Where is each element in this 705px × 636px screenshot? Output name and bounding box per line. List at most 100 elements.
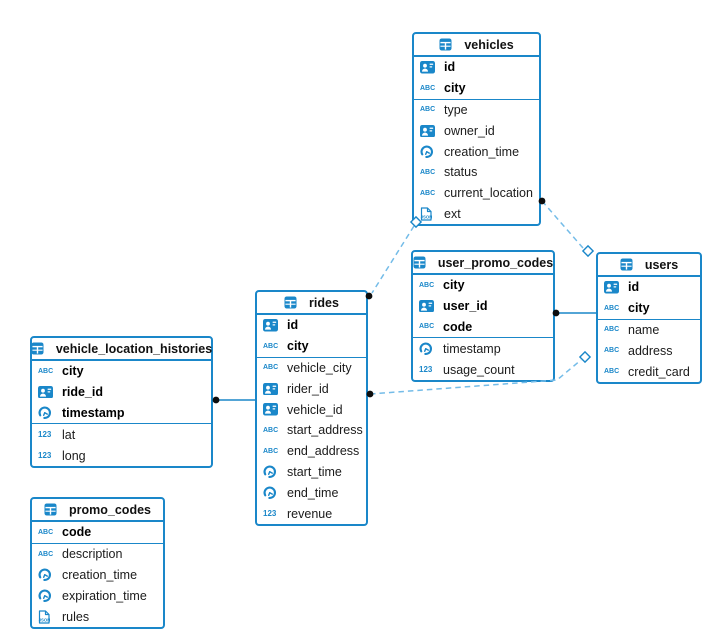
field-row-id: id — [257, 315, 366, 336]
text-icon: ABC — [604, 347, 620, 355]
clock-icon — [420, 145, 439, 159]
text-icon: ABC — [604, 326, 620, 334]
uuid-icon — [604, 281, 623, 294]
field-row-rider_id: rider_id — [257, 378, 366, 399]
field-row-expiration_time: expiration_time — [32, 585, 163, 606]
uuid-icon — [419, 299, 438, 313]
field-label: address — [628, 343, 673, 358]
field-label: creation_time — [62, 567, 138, 582]
table-header[interactable]: promo_codes — [32, 499, 163, 522]
fields-section: ABC description creation_time expiration_ti… — [32, 542, 163, 627]
table-header[interactable]: user_promo_codes — [413, 252, 553, 275]
field-row-start_address: ABC start_address — [257, 420, 366, 441]
table-header[interactable]: rides — [257, 292, 366, 315]
field-label: end_address — [287, 444, 360, 459]
field-label: revenue — [287, 506, 333, 521]
clock-icon — [38, 589, 57, 603]
clock-icon — [419, 342, 438, 356]
number-icon: 123 — [419, 364, 433, 374]
field-label: city — [62, 364, 84, 379]
text-icon: ABC — [38, 550, 54, 558]
text-icon: ABC — [604, 304, 620, 312]
text-icon: ABC — [263, 426, 279, 434]
table-icon — [620, 258, 639, 271]
field-label: status — [444, 165, 478, 180]
relationship-vehicles-users[interactable] — [538, 197, 595, 258]
text-icon: ABC — [38, 528, 54, 536]
uuid-icon — [420, 124, 439, 138]
field-row-id: id — [414, 57, 539, 78]
field-row-creation_time: creation_time — [414, 141, 539, 162]
table-header[interactable]: users — [598, 254, 700, 277]
relationship-user_promo_codes-users[interactable] — [552, 309, 596, 317]
field-label: id — [628, 280, 640, 295]
field-row-current_location: ABC current_location — [414, 183, 539, 204]
edge-dot-marker — [212, 396, 220, 404]
table-icon — [284, 296, 303, 309]
field-row-address: ABC address — [598, 340, 700, 361]
field-label: start_address — [287, 423, 363, 438]
uuid-icon — [263, 382, 282, 396]
field-label: owner_id — [444, 123, 495, 138]
field-row-timestamp: timestamp — [32, 403, 211, 424]
field-label: code — [62, 525, 92, 540]
field-label: description — [62, 547, 123, 562]
field-label: timestamp — [62, 405, 125, 420]
uuid-icon — [263, 319, 282, 332]
field-label: id — [287, 318, 299, 333]
field-row-name: ABC name — [598, 320, 700, 341]
field-label: ext — [444, 206, 461, 221]
field-row-end_address: ABC end_address — [257, 441, 366, 462]
field-row-creation_time: creation_time — [32, 565, 163, 586]
field-row-city: ABC city — [32, 361, 211, 382]
uuid-icon — [420, 61, 439, 74]
field-label: user_id — [443, 299, 488, 314]
clock-icon — [38, 568, 57, 582]
field-label: lat — [62, 427, 76, 442]
table-header[interactable]: vehicles — [414, 34, 539, 57]
field-label: vehicle_id — [287, 402, 343, 417]
table-header[interactable]: vehicle_location_histories — [31, 338, 212, 361]
text-icon: ABC — [38, 367, 54, 375]
table-name: vehicles — [464, 37, 514, 52]
text-icon: ABC — [420, 189, 436, 197]
field-label: ride_id — [62, 385, 103, 400]
field-label: timestamp — [443, 341, 501, 356]
clock-icon — [38, 406, 57, 420]
clock-icon — [263, 486, 282, 500]
field-row-user_id: user_id — [413, 296, 553, 317]
relationship-vehicle_location_histories-rides[interactable] — [212, 396, 255, 404]
table-name: rides — [309, 295, 339, 310]
relationship-line[interactable] — [371, 225, 415, 294]
field-label: expiration_time — [62, 588, 147, 603]
field-row-owner_id: owner_id — [414, 120, 539, 141]
edge-diamond-marker — [581, 244, 595, 258]
table-name: promo_codes — [69, 502, 151, 517]
uuid-icon — [263, 403, 282, 416]
text-icon: ABC — [263, 342, 279, 350]
text-icon: ABC — [263, 447, 279, 455]
field-row-start_time: start_time — [257, 462, 366, 483]
relationship-line[interactable] — [541, 200, 584, 249]
field-label: name — [628, 322, 660, 337]
field-label: current_location — [444, 186, 533, 201]
